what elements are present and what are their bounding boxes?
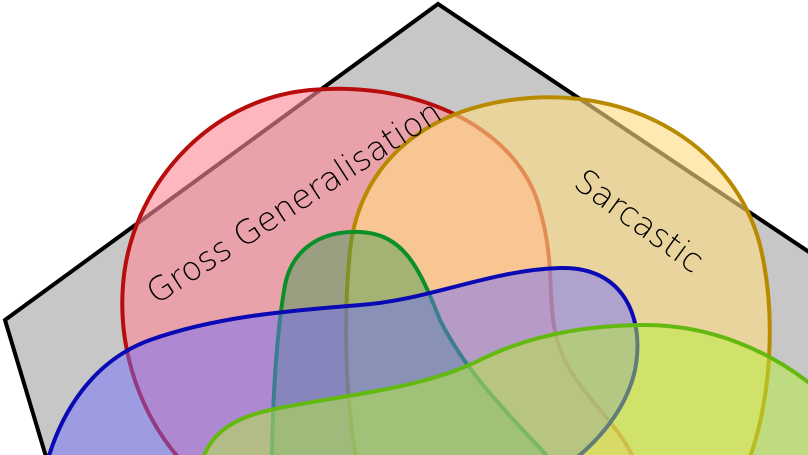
lime-region [202,322,808,455]
